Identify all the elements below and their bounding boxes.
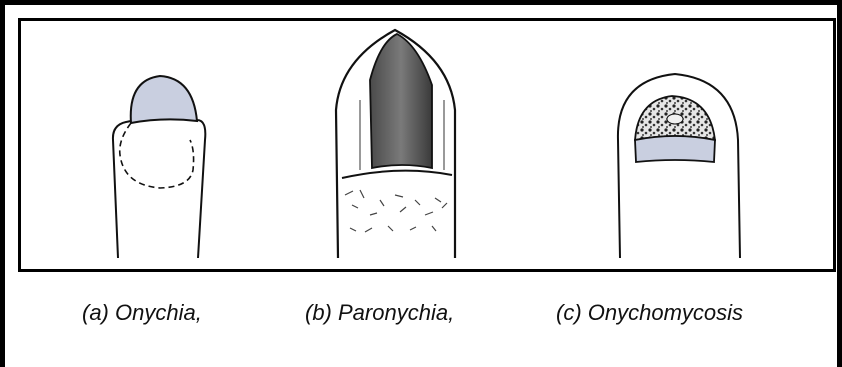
nail-icon	[131, 76, 197, 123]
nail-bed-dashed	[120, 123, 194, 188]
caption-onychomycosis: (c) Onychomycosis	[556, 300, 743, 326]
swollen-fold-icon	[342, 171, 452, 178]
finger-a-onychia	[113, 76, 205, 258]
nail-icon	[635, 136, 715, 162]
finger-b-paronychia	[336, 30, 455, 258]
finger-outline-icon	[113, 120, 205, 258]
caption-paronychia: (b) Paronychia,	[305, 300, 454, 326]
finger-c-onychomycosis	[618, 74, 740, 258]
inflammation-marks	[345, 190, 447, 232]
infected-nail-icon	[370, 34, 432, 168]
caption-onychia: (a) Onychia,	[82, 300, 202, 326]
